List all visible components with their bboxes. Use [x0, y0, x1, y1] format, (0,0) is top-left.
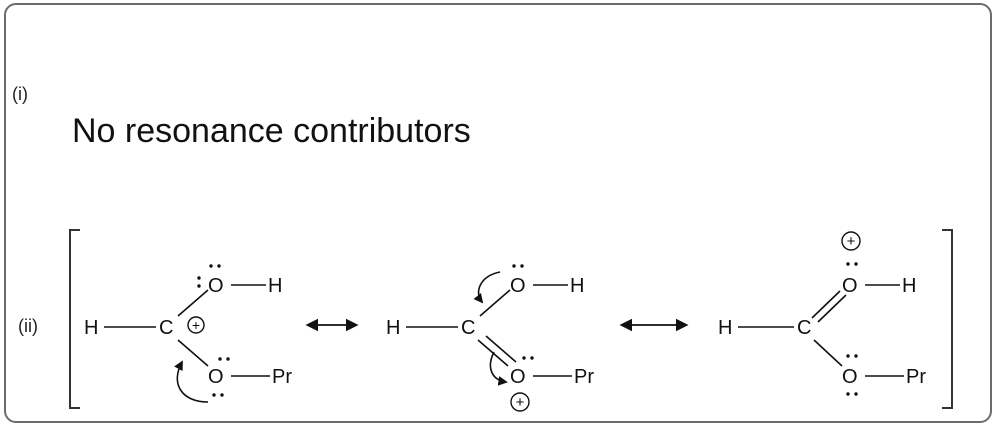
- plus-sign: +: [192, 317, 200, 333]
- resonance-structure-1: H C + O H O Pr: [84, 264, 292, 403]
- positive-charge: [187, 316, 205, 334]
- bond: [177, 339, 209, 367]
- atom-h: H: [718, 317, 732, 339]
- no-resonance-text: No resonance contributors: [72, 112, 471, 150]
- atom-pr: Pr: [272, 366, 292, 388]
- right-bracket: [942, 229, 953, 409]
- bond: [813, 339, 843, 367]
- left-bracket: [69, 229, 80, 409]
- plus-sign: +: [847, 233, 856, 250]
- part-ii-label: (ii): [18, 316, 38, 336]
- atom-o: O: [842, 275, 858, 297]
- double-bond: [817, 294, 847, 323]
- plus-sign: +: [516, 394, 525, 411]
- atom-h: H: [570, 275, 584, 297]
- atom-c: C: [797, 317, 811, 339]
- bond: [479, 289, 511, 317]
- positive-charge: [510, 392, 530, 412]
- atom-o: O: [510, 275, 526, 297]
- atom-h: H: [386, 317, 400, 339]
- part-i-label: (i): [12, 84, 28, 104]
- atom-pr: Pr: [574, 366, 594, 388]
- curved-arrow: [473, 271, 501, 304]
- double-bond: [485, 335, 517, 363]
- atom-pr: Pr: [906, 366, 926, 388]
- positive-charge: [841, 231, 861, 251]
- resonance-structure-2: H C O H O Pr +: [386, 264, 594, 412]
- atom-h: H: [268, 275, 282, 297]
- atom-c: C: [461, 317, 475, 339]
- atom-o: O: [510, 366, 526, 388]
- bond: [177, 289, 209, 317]
- atom-o: O: [208, 366, 224, 388]
- atom-o: O: [842, 366, 858, 388]
- atom-o: O: [208, 275, 224, 297]
- atom-h: H: [84, 317, 98, 339]
- curved-arrow: [489, 351, 508, 386]
- resonance-structure-3: H C O H + O Pr: [718, 231, 926, 396]
- curved-arrow: [174, 360, 209, 403]
- atom-c: C: [159, 317, 173, 339]
- atom-h: H: [902, 275, 916, 297]
- double-bond: [811, 290, 841, 319]
